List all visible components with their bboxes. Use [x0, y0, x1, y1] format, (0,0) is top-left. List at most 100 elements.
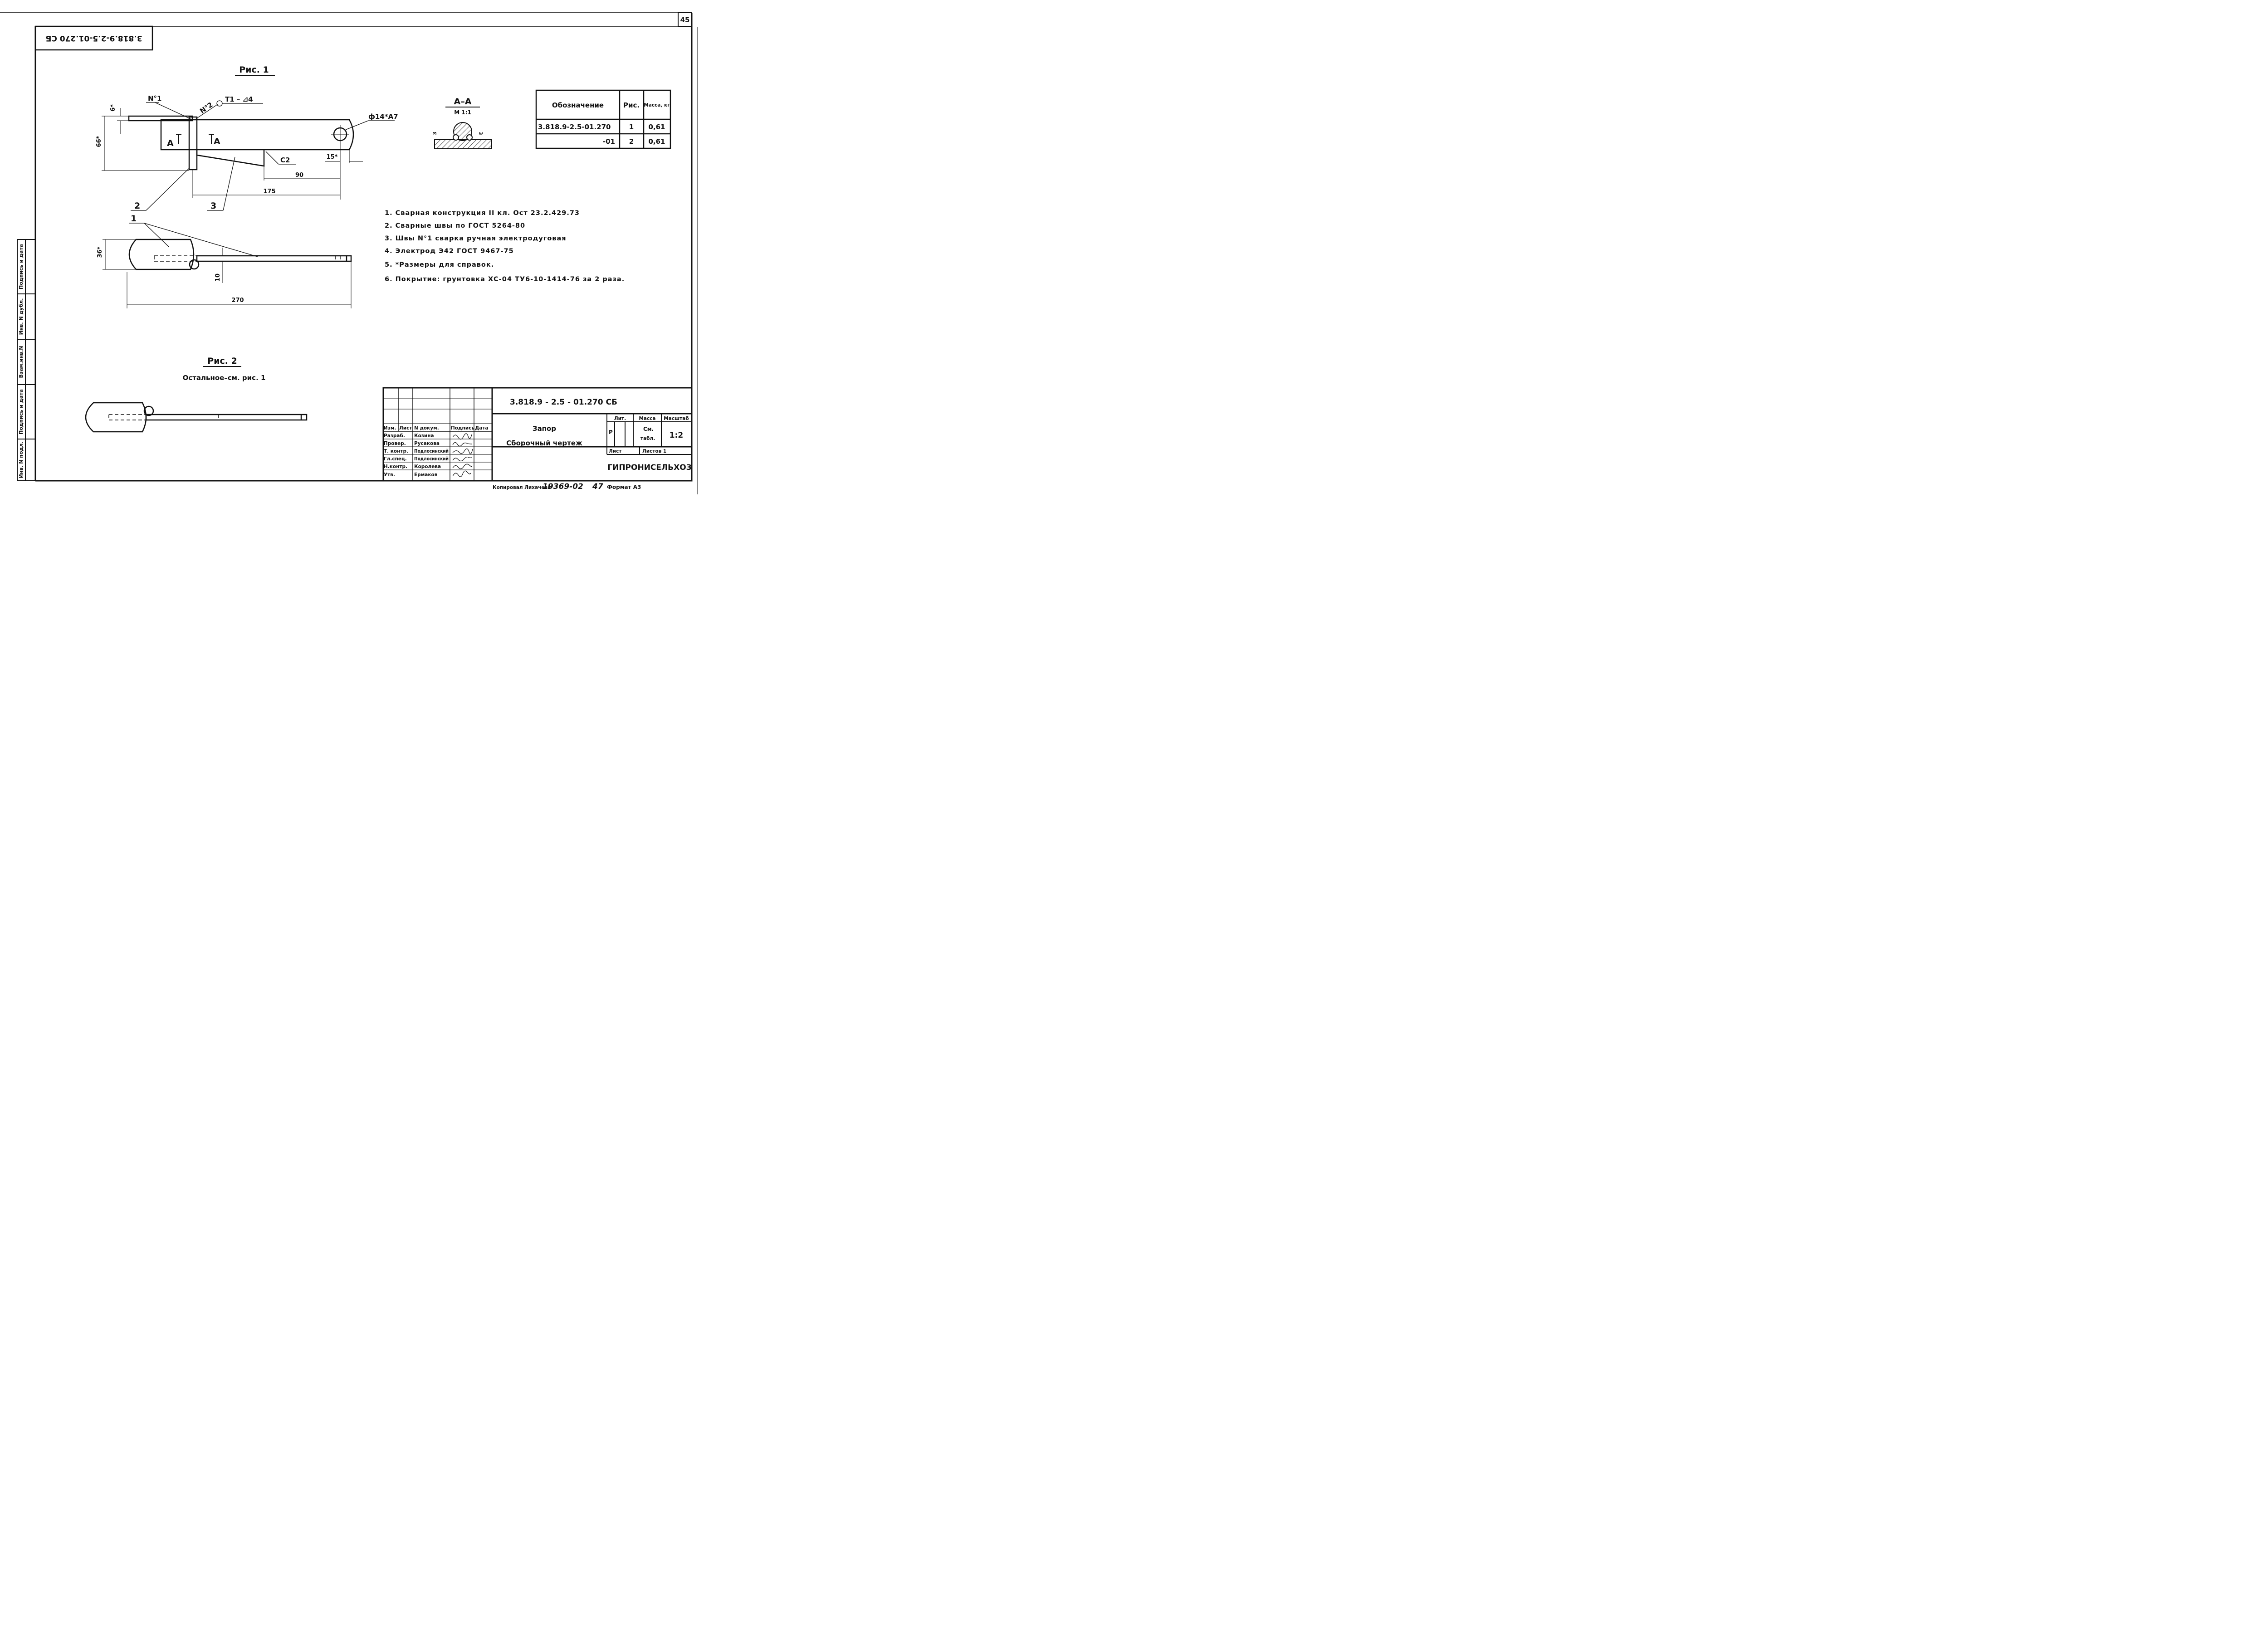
inverted-stamp: 3.818.9-2.5-01.270 СБ	[34, 25, 153, 51]
tb-col-ndok: N докум.	[414, 425, 439, 431]
note-2: 2. Сварные швы по ГОСТ 5264-80	[385, 222, 525, 229]
side-label-podpis-2: Подпись и дата	[18, 244, 24, 289]
part-3-label: 3	[210, 201, 216, 211]
tb-scale-header: Масштаб	[664, 416, 689, 421]
fig2-title: Рис. 2 Остальное–см. рис. 1	[183, 356, 266, 382]
tb-role-utv: Утв.	[384, 472, 395, 478]
chamfer-callout: С2	[280, 156, 290, 164]
dim-90-text: 90	[295, 172, 303, 179]
note-1: 1. Сварная конструкция II кл. Ост 23.2.4…	[385, 210, 580, 217]
tb-person-nkontr: Королева	[414, 464, 441, 469]
weld-1-label: N°1	[148, 94, 162, 103]
footer-sheet-no: 47	[592, 482, 603, 491]
section-mark-right	[209, 134, 214, 144]
tb-mass-header: Масса	[639, 416, 655, 421]
tb-person-prover: Русакова	[414, 441, 440, 446]
dim-175	[192, 170, 340, 198]
page-number: 45	[680, 16, 690, 24]
technical-notes: 1. Сварная конструкция II кл. Ост 23.2.4…	[385, 210, 625, 283]
title-block-designation: 3.818.9 - 2.5 - 01.270 СБ	[510, 398, 617, 407]
tb-person-tkontr: Подлосинский	[414, 449, 449, 454]
section-dim-right: 3	[478, 132, 483, 135]
tb-scale-value: 1:2	[670, 431, 683, 440]
tb-role-razrab: Разраб.	[384, 433, 405, 439]
note-3: 3. Швы N°1 сварка ручная электродуговая	[385, 235, 567, 242]
note-6: 6. Покрытие: грунтовка ХС-04 ТУ6-10-1414…	[385, 276, 625, 283]
dim-90	[264, 166, 340, 181]
dim-10	[197, 248, 227, 283]
sheet-frame	[0, 12, 698, 494]
tb-lit-header: Лит.	[614, 416, 626, 421]
section-mark-left	[176, 134, 181, 144]
section-aa-scale: М 1:1	[454, 109, 471, 116]
fig1-top-view	[128, 239, 352, 270]
note-4: 4. Электрод Э42 ГОСТ 9467-75	[385, 248, 514, 255]
fig2-subtitle: Остальное–см. рис. 1	[183, 374, 266, 382]
variants-row2-mass: 0,61	[648, 137, 665, 146]
variants-header-fig: Рис.	[623, 101, 640, 109]
part-leaders	[131, 156, 235, 211]
section-mark-right-letter: А	[214, 137, 220, 146]
tb-mass-line1: См.	[643, 426, 654, 432]
weld-leaders	[146, 100, 263, 119]
weld-callout: T1 – ⊿4	[225, 95, 253, 103]
fig2-view	[85, 402, 308, 433]
drawing-sheet: 45 3.818.9-2.5-01.270 СБ Инв. N подл. По…	[0, 12, 698, 494]
dim-270-text: 270	[231, 297, 244, 304]
tb-role-nkontr: Н.контр.	[384, 464, 407, 469]
tb-mass-line2: табл.	[640, 436, 655, 441]
fig1-top-hidden	[154, 255, 341, 262]
dim-66	[102, 116, 189, 171]
variants-table	[535, 89, 671, 149]
tb-person-razrab: Козина	[414, 433, 434, 439]
dim-15	[325, 142, 363, 200]
title-block-grid	[382, 387, 693, 482]
section-aa-title: А–А М 1:1	[445, 97, 480, 116]
part-1-label: 1	[131, 214, 137, 224]
side-label-inv-dubl: Инв. N дубл.	[18, 298, 24, 335]
tb-role-glspec: Гл.спец.	[384, 456, 407, 462]
side-label-inv-podl: Инв. N подл.	[18, 441, 24, 478]
title-block-name-1: Запор	[533, 425, 556, 433]
section-mark-left-letter: А	[167, 138, 174, 148]
dim-175-text: 175	[263, 188, 275, 195]
footer-format: Формат А3	[607, 484, 641, 490]
tb-role-tkontr: Т. контр.	[384, 449, 408, 454]
tb-col-izm: Изм.	[384, 425, 396, 431]
tb-signatures	[452, 433, 473, 477]
side-column	[17, 239, 36, 481]
section-dim-left: 3	[432, 132, 438, 135]
dim-10-text: 10	[215, 273, 221, 282]
tb-sheet-label: Лист	[609, 449, 622, 454]
tb-person-utv: Ермаков	[414, 472, 438, 478]
svg-text:Рис. 1: Рис. 1	[239, 65, 269, 75]
chamfer-leader	[265, 151, 296, 165]
tb-role-prover: Провер.	[384, 441, 406, 446]
footer-number: 19369-02	[543, 482, 583, 491]
dim-15-text: 15*	[327, 154, 338, 161]
dim-36	[103, 239, 136, 270]
variants-row1-fig: 1	[629, 123, 634, 131]
side-label-podpis-1: Подпись и дата	[18, 389, 24, 434]
tb-col-list: Лист	[399, 425, 412, 431]
hole-leader	[345, 120, 395, 130]
part-1-leader	[129, 223, 258, 257]
tb-sheets-label: Листов 1	[642, 449, 666, 454]
page-number-box: 45	[678, 12, 692, 27]
tb-lit-value: Р	[609, 429, 613, 435]
dim-36-text: 36*	[97, 246, 103, 258]
fig1-title: Рис. 1	[235, 65, 275, 76]
variants-header-designation: Обозначение	[552, 101, 604, 109]
dim-270	[127, 261, 352, 308]
dim-6-text: 6*	[110, 104, 117, 112]
variants-row2-fig: 2	[629, 137, 634, 146]
dim-6	[117, 108, 129, 134]
variants-row1-designation: 3.818.9-2.5-01.270	[538, 123, 611, 131]
inverted-stamp-code: 3.818.9-2.5-01.270 СБ	[45, 34, 142, 43]
variants-header-mass: Масса, кг	[644, 103, 670, 108]
variants-row2-designation: -01	[603, 137, 615, 146]
part-2-label: 2	[134, 201, 140, 211]
svg-text:А–А: А–А	[454, 97, 472, 107]
variants-row1-mass: 0,61	[648, 123, 665, 131]
tb-organization: ГИПРОНИСЕЛЬХОЗ	[607, 463, 691, 472]
